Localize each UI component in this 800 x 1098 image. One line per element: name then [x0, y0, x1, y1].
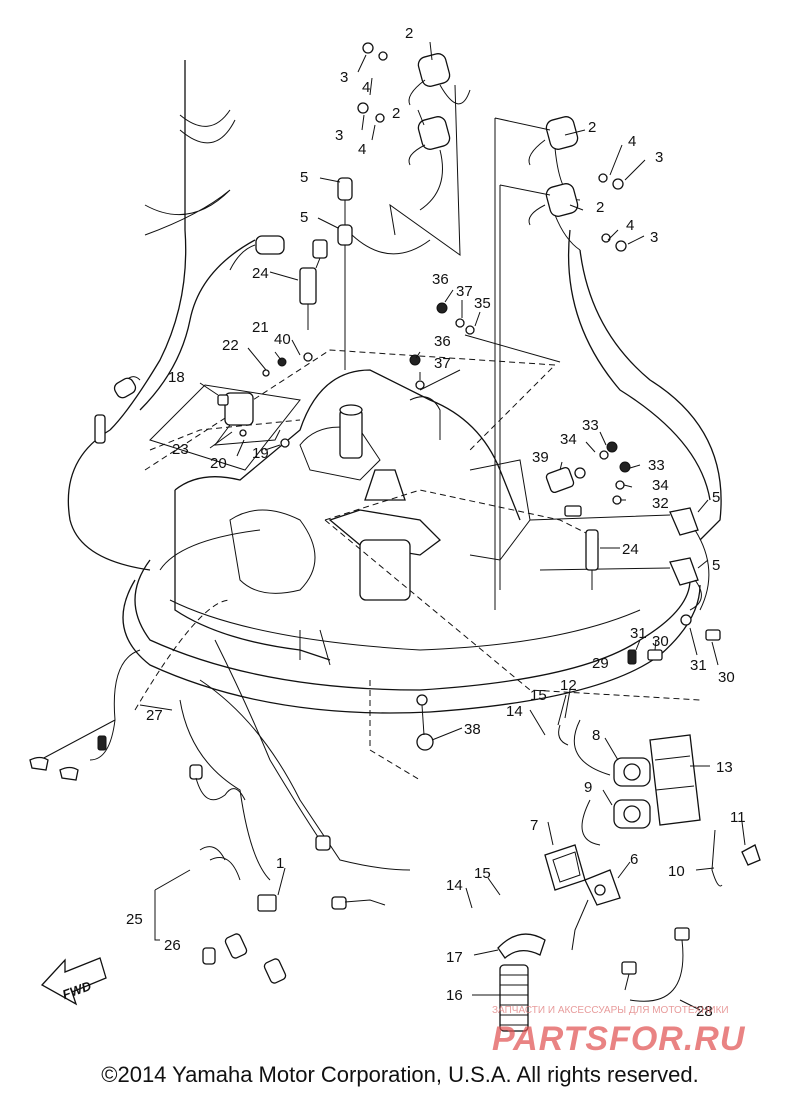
- plug-cap-top: [337, 177, 431, 370]
- callout-26: 26: [164, 937, 181, 954]
- callout-37: 37: [456, 283, 473, 300]
- callout-3: 3: [340, 69, 348, 86]
- lead-wire-28: [621, 927, 690, 1002]
- callout-21: 21: [252, 319, 269, 336]
- callout-19: 19: [252, 445, 269, 462]
- callout-labels: 2 3 4 2 3 4 2 4 3 2 4 3 5 5 24 36 37 35 …: [126, 25, 746, 1020]
- callout-3: 3: [655, 149, 663, 166]
- callout-2: 2: [405, 25, 413, 42]
- callout-35: 35: [474, 295, 491, 312]
- callout-28: 28: [696, 1003, 713, 1020]
- ignition-coil-upper-left: [362, 42, 471, 256]
- callout-9: 9: [584, 779, 592, 796]
- callout-5: 5: [300, 169, 308, 186]
- callout-5: 5: [300, 209, 308, 226]
- sensor-part-39: [545, 441, 631, 590]
- callout-30: 30: [652, 633, 669, 650]
- callout-12: 12: [560, 677, 577, 694]
- callout-24: 24: [252, 265, 269, 282]
- callout-5: 5: [712, 557, 720, 574]
- fwd-direction-arrow: FWD: [40, 957, 107, 1006]
- callout-17: 17: [446, 949, 463, 966]
- bolts-29-31: [627, 614, 721, 665]
- callout-36: 36: [432, 271, 449, 288]
- callout-14: 14: [506, 703, 523, 720]
- callout-2: 2: [596, 199, 604, 216]
- engine-block: [174, 369, 531, 666]
- callout-13: 13: [716, 759, 733, 776]
- callout-20: 20: [210, 455, 227, 472]
- callout-7: 7: [530, 817, 538, 834]
- callout-4: 4: [626, 217, 634, 234]
- callout-15: 15: [530, 687, 547, 704]
- watermark-logo: PARTSFOR.RU: [492, 1020, 746, 1058]
- copyright-notice: ©2014 Yamaha Motor Corporation, U.S.A. A…: [101, 1062, 699, 1087]
- callout-38: 38: [464, 721, 481, 738]
- ignition-coil-upper-right: [528, 116, 624, 201]
- callout-23: 23: [172, 441, 189, 458]
- cdi-unit-13: [558, 719, 701, 846]
- rectifier-part-24: [229, 235, 328, 330]
- callout-32: 32: [652, 495, 669, 512]
- callout-27: 27: [146, 707, 163, 724]
- callout-34: 34: [652, 477, 669, 494]
- callout-36: 36: [434, 333, 451, 350]
- callout-11: 11: [730, 809, 746, 826]
- callout-15: 15: [474, 865, 491, 882]
- callout-5: 5: [712, 489, 720, 506]
- callout-29: 29: [592, 655, 609, 672]
- leader-lines: [139, 41, 746, 1011]
- relay-assembly: [149, 384, 301, 471]
- plug-cap-right: [529, 507, 710, 611]
- callout-40: 40: [274, 331, 291, 348]
- ignition-coil-lower-right: [494, 117, 627, 610]
- callout-25: 25: [126, 911, 143, 928]
- callout-10: 10: [668, 863, 685, 880]
- callout-18: 18: [168, 369, 185, 386]
- callout-24: 24: [622, 541, 639, 558]
- callout-31: 31: [690, 657, 707, 674]
- callout-39: 39: [532, 449, 549, 466]
- fasteners-center: [262, 302, 561, 391]
- callout-30: 30: [718, 669, 735, 686]
- callout-33: 33: [582, 417, 599, 434]
- callout-4: 4: [358, 141, 366, 158]
- callout-2: 2: [392, 105, 400, 122]
- bottom-cowling: [122, 529, 701, 714]
- callout-31: 31: [630, 625, 647, 642]
- callout-37: 37: [434, 355, 451, 372]
- callout-1: 1: [276, 855, 284, 872]
- callout-3: 3: [335, 127, 343, 144]
- band-17: [497, 933, 546, 959]
- callout-2: 2: [588, 119, 596, 136]
- callout-22: 22: [222, 337, 239, 354]
- watermark-tagline: ЗАПЧАСТИ И АКСЕССУАРЫ ДЛЯ МОТОТЕХНИКИ: [492, 1005, 729, 1016]
- callout-4: 4: [362, 79, 370, 96]
- callout-16: 16: [446, 987, 463, 1004]
- ignition-coil-lower-left: [357, 102, 451, 211]
- callout-4: 4: [628, 133, 636, 150]
- callout-8: 8: [592, 727, 600, 744]
- coil-spring-16: [499, 964, 529, 1032]
- callout-6: 6: [630, 851, 638, 868]
- callout-34: 34: [560, 431, 577, 448]
- lower-parts: [29, 376, 434, 984]
- grommets: [544, 829, 761, 951]
- routing-dashed-lines: [134, 349, 701, 781]
- callout-33: 33: [648, 457, 665, 474]
- callout-3: 3: [650, 229, 658, 246]
- callout-14: 14: [446, 877, 463, 894]
- wiring-harness: [39, 60, 722, 881]
